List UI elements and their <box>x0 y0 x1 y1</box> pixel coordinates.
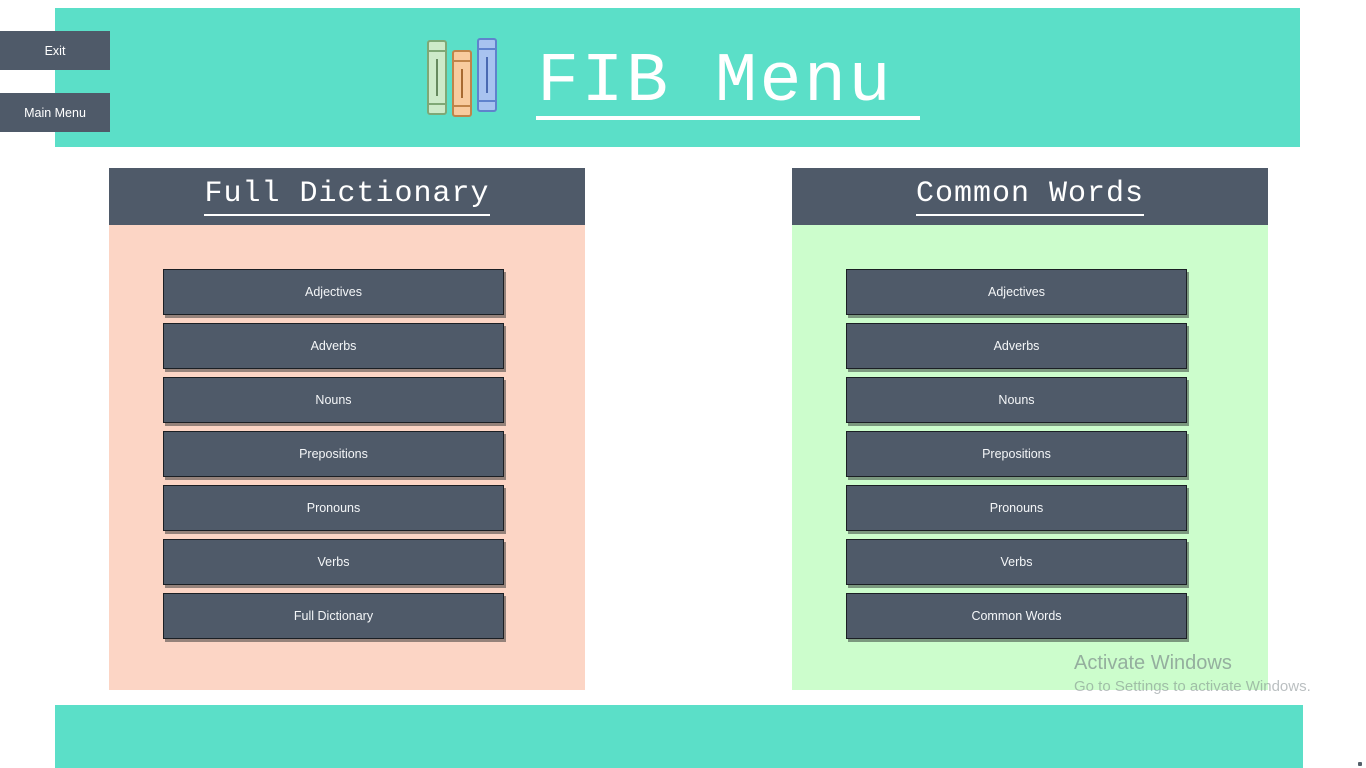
header-banner: FIB Menu <box>55 8 1300 147</box>
full-dict-adverbs-button[interactable]: Adverbs <box>163 323 504 369</box>
book-green-icon <box>427 40 447 115</box>
panel-full-dictionary: Full Dictionary Adjectives Adverbs Nouns… <box>109 168 585 690</box>
common-adjectives-button[interactable]: Adjectives <box>846 269 1187 315</box>
main-menu-button[interactable]: Main Menu <box>0 93 110 132</box>
common-all-button[interactable]: Common Words <box>846 593 1187 639</box>
panel-common-words-body: Adjectives Adverbs Nouns Prepositions Pr… <box>792 225 1268 690</box>
common-nouns-button[interactable]: Nouns <box>846 377 1187 423</box>
full-dict-nouns-button[interactable]: Nouns <box>163 377 504 423</box>
common-pronouns-button[interactable]: Pronouns <box>846 485 1187 531</box>
panel-full-dictionary-header: Full Dictionary <box>109 168 585 225</box>
title-underline <box>536 116 920 120</box>
cursor-artifact <box>1358 762 1362 766</box>
book-blue-icon <box>477 38 497 112</box>
common-verbs-button[interactable]: Verbs <box>846 539 1187 585</box>
panel-title: Full Dictionary <box>204 177 490 216</box>
full-dict-verbs-button[interactable]: Verbs <box>163 539 504 585</box>
full-dict-adjectives-button[interactable]: Adjectives <box>163 269 504 315</box>
page-title: FIB Menu <box>537 43 894 122</box>
full-dict-pronouns-button[interactable]: Pronouns <box>163 485 504 531</box>
panel-full-dictionary-body: Adjectives Adverbs Nouns Prepositions Pr… <box>109 225 585 690</box>
panel-common-words: Common Words Adjectives Adverbs Nouns Pr… <box>792 168 1268 690</box>
panel-title: Common Words <box>915 177 1145 216</box>
book-orange-icon <box>452 50 472 117</box>
full-dict-all-button[interactable]: Full Dictionary <box>163 593 504 639</box>
common-adverbs-button[interactable]: Adverbs <box>846 323 1187 369</box>
books-icon <box>427 37 501 119</box>
exit-button[interactable]: Exit <box>0 31 110 70</box>
common-prepositions-button[interactable]: Prepositions <box>846 431 1187 477</box>
full-dict-prepositions-button[interactable]: Prepositions <box>163 431 504 477</box>
panel-common-words-header: Common Words <box>792 168 1268 225</box>
footer-banner <box>55 705 1303 768</box>
